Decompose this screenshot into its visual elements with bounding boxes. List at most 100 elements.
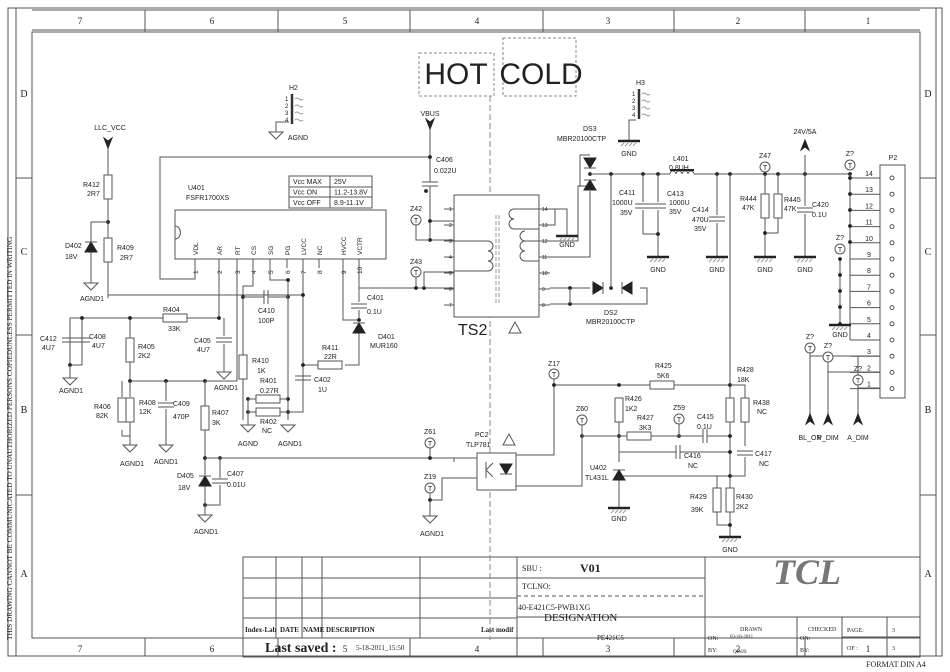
gnd-hatch	[729, 538, 734, 543]
ground-label: GND	[650, 267, 666, 274]
table-cell: Vcc ON	[293, 190, 317, 197]
header-wave	[294, 104, 304, 108]
gnd-symbol-icon	[829, 323, 851, 331]
on-label: ON:	[708, 636, 719, 642]
header-pin: 4	[285, 118, 289, 124]
gnd-hatch	[796, 258, 801, 263]
wire	[342, 268, 359, 321]
part-value: 2R7	[87, 191, 100, 198]
gnd-hatch	[624, 142, 629, 147]
ground-label: AGND	[288, 135, 308, 142]
part-ref: C415	[697, 414, 714, 421]
agnd-symbol-icon	[157, 444, 175, 453]
format-label: FORMAT DIN A4	[866, 660, 926, 669]
column-number: 5	[343, 644, 348, 654]
column-number: 2	[736, 16, 741, 26]
part-ref: R406	[94, 404, 111, 411]
connector-pin-number: 2	[867, 365, 871, 372]
pc2-optocoupler-body	[476, 452, 517, 491]
outer-border	[7, 7, 943, 657]
part-value: FSFR1700XS	[186, 195, 230, 202]
c410-capacitor	[263, 290, 269, 304]
drawing-frame	[7, 7, 943, 658]
part-ref: L401	[673, 156, 689, 163]
test-point-label: Z59	[673, 405, 685, 412]
drawn-header: DRAWN	[740, 627, 763, 633]
part-ref: R430	[736, 494, 753, 501]
part-value: NC	[759, 461, 769, 468]
junction-dot	[838, 273, 842, 277]
gnd-hatch	[808, 258, 813, 263]
column-number: 4	[475, 16, 480, 26]
r429-resistor	[712, 487, 722, 513]
tcl-logo: TCL	[773, 552, 841, 592]
row-letter: A	[924, 569, 932, 580]
transformer-pin-number: 5	[449, 271, 452, 277]
page-label: PAGE:	[847, 628, 864, 634]
part-ref: D401	[378, 334, 395, 341]
connector-pin-number: 7	[867, 284, 871, 291]
part-ref: C412	[40, 336, 57, 343]
cold-zone-box	[502, 37, 577, 97]
test-point-icon: T	[580, 418, 585, 425]
net-label-llc-vcc: LLC_VCC	[94, 125, 126, 132]
part-ref: DS3	[583, 126, 597, 133]
gnd-hatch	[649, 258, 654, 263]
ic-pin-number: 3	[235, 270, 242, 274]
column-number: 3	[606, 16, 611, 26]
wire	[555, 208, 568, 236]
junction-dot	[617, 383, 621, 387]
part-value: 12K	[139, 409, 152, 416]
transformer-pin-number: 7	[449, 303, 452, 309]
part-value: 0.1U	[697, 424, 712, 431]
part-value: 4U7	[42, 345, 55, 352]
of-value: 3	[892, 646, 895, 652]
r405-resistor	[125, 337, 135, 363]
junction-dot	[838, 289, 842, 293]
junction-dot	[848, 240, 852, 244]
net-label-a_dim: A_DIM	[847, 435, 869, 442]
table-cell: Vcc OFF	[293, 200, 321, 207]
junction-dot	[552, 383, 556, 387]
wire	[516, 379, 555, 456]
junction-dot	[428, 456, 432, 460]
hot-zone-box	[418, 52, 495, 97]
column-number: 6	[210, 644, 215, 654]
ground-label: AGND	[238, 441, 258, 448]
part-ref: U402	[590, 465, 607, 472]
part-ref: R407	[212, 410, 229, 417]
d405-zener-icon	[198, 475, 212, 487]
part-value: 35V	[669, 209, 682, 216]
junction-dot	[838, 305, 842, 309]
tclno-value: 40-E421C5-PWB1XG	[518, 603, 591, 612]
ground-label: AGND1	[154, 459, 178, 466]
test-point-icon	[844, 159, 856, 171]
part-ref: C420	[812, 202, 829, 209]
gnd-hatch	[610, 509, 615, 514]
r406-resistor	[117, 397, 127, 423]
gnd-hatch	[831, 326, 836, 331]
transformer-pin-number: 3	[449, 239, 452, 245]
designation-value: PE421C5	[597, 634, 624, 642]
ic-pin-number: 9	[341, 270, 348, 274]
test-point-icon	[410, 214, 422, 226]
d401-diode-icon	[352, 322, 366, 334]
ds2-diode-icon	[592, 281, 604, 295]
wire	[550, 185, 590, 242]
c417-capacitor	[737, 450, 753, 456]
designation-label: DESIGNATION	[544, 612, 617, 624]
c416-capacitor	[675, 445, 681, 459]
test-point-icon	[424, 482, 436, 494]
part-ref: C401	[367, 295, 384, 302]
wire	[423, 271, 454, 288]
gnd-hatch	[733, 538, 738, 543]
part-value: 4U7	[92, 343, 105, 350]
gnd-hatch	[721, 538, 726, 543]
test-point-label: Z?	[846, 151, 854, 158]
connector-pin	[889, 175, 895, 181]
primary-winding	[454, 240, 494, 272]
agnd-symbol-icon	[82, 282, 100, 291]
last-saved-label: Last saved :	[265, 641, 337, 656]
junction-dot	[357, 318, 361, 322]
tclno-label: TCLNO:	[522, 582, 551, 591]
